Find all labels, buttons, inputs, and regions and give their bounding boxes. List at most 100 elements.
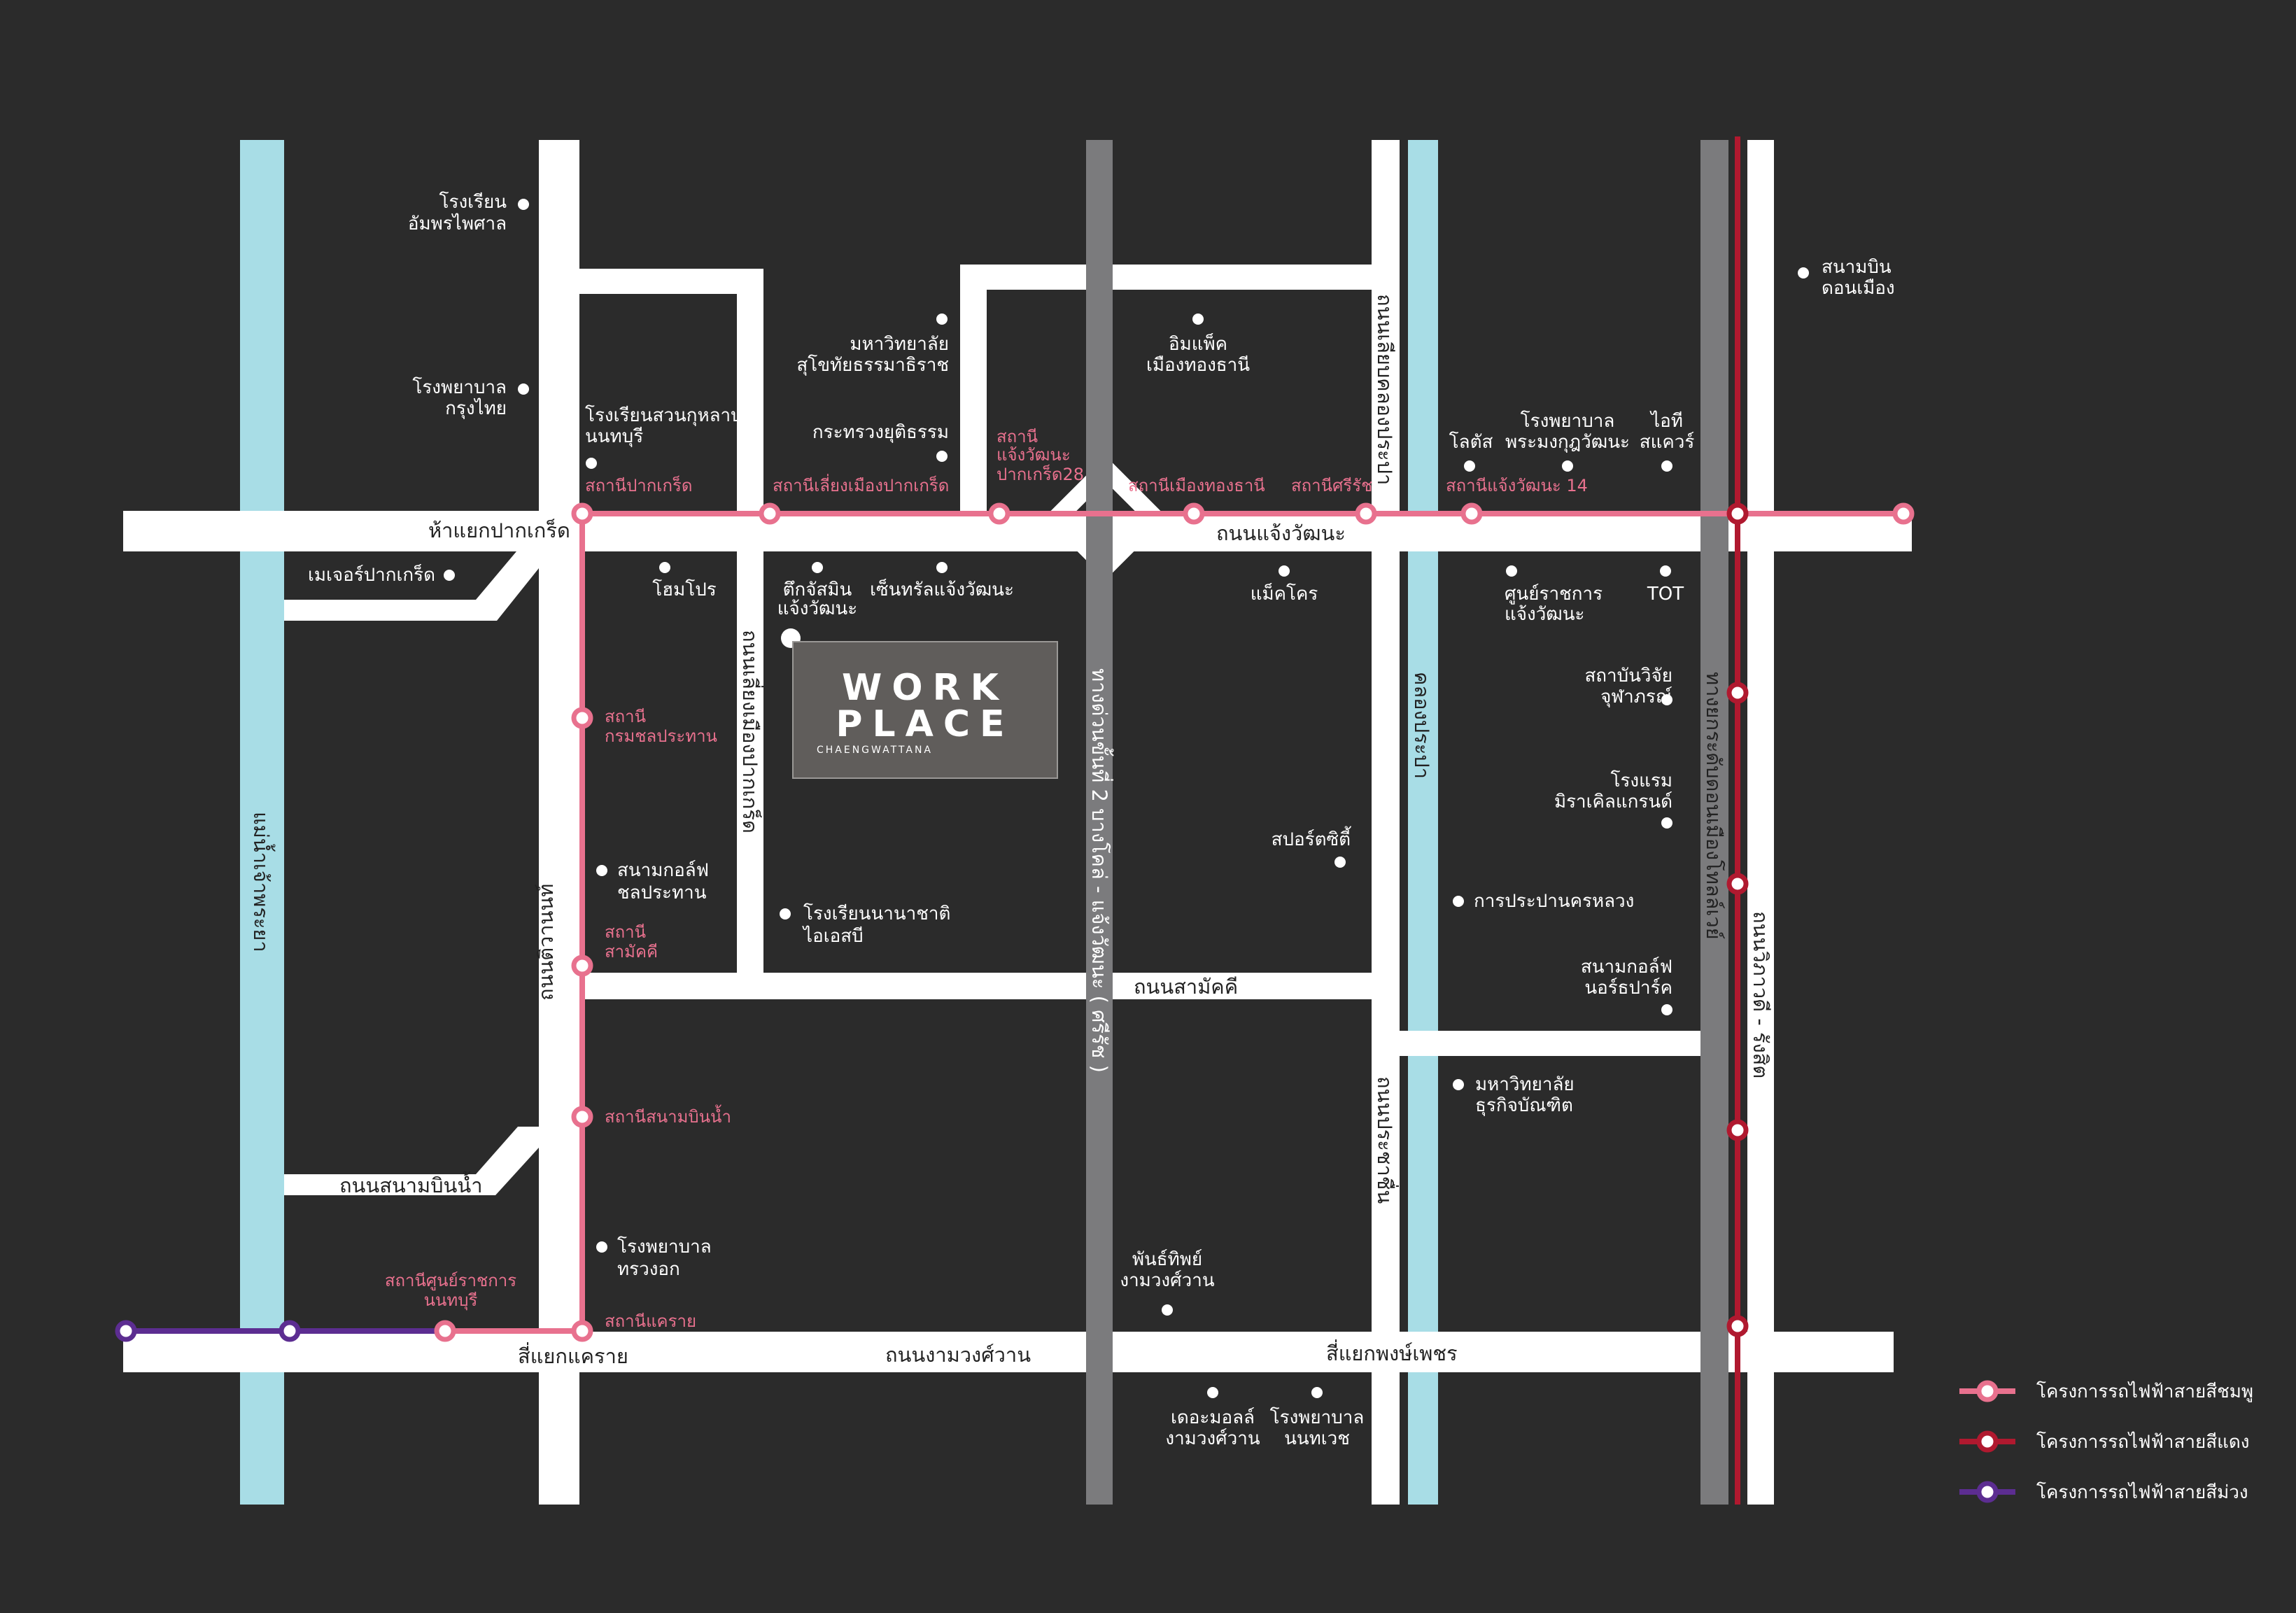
station-marker-red-5[interactable]	[1726, 1315, 1749, 1337]
khlong-prapa-canal	[1408, 140, 1438, 1505]
place-label: โรงเรียนสวนกุหลาบ	[585, 404, 742, 426]
place-dot	[1334, 857, 1346, 868]
station-marker-khae-rai[interactable]	[571, 1320, 593, 1342]
station-marker-pakkret[interactable]	[571, 502, 593, 525]
station-label-chaengwattana-pakkret28-1: สถานี	[996, 427, 1038, 446]
place-dot	[780, 908, 791, 920]
station-marker-chaengwattana-pakkret28[interactable]	[988, 502, 1010, 525]
place-dot	[518, 199, 529, 210]
road-impact-loop-top	[960, 265, 1373, 290]
station-marker-red-1[interactable]	[1726, 502, 1749, 525]
legend-item-red[interactable]: โครงการรถไฟฟ้าสายสีแดง	[1959, 1430, 2249, 1453]
place-label: สนามกอล์ฟ	[617, 860, 709, 881]
station-marker-si-rat[interactable]	[1355, 502, 1377, 525]
place-label: ดอนเมือง	[1822, 278, 1895, 299]
station-label-chaengwattana-pakkret28-2: แจ้งวัฒนะ	[996, 445, 1071, 465]
place-label: สนามกอล์ฟ	[1581, 957, 1672, 978]
chao-phraya-river	[240, 140, 284, 1505]
place-label: โลตัส	[1449, 431, 1493, 453]
place-label: เดอะมอลล์	[1171, 1407, 1255, 1428]
road-label-expressway2: ทางด่วนขั้นที่ 2 บางโคล่ - แจ้งวัฒนะ ( ศ…	[1087, 668, 1114, 1073]
pink-line	[448, 511, 1903, 1334]
place-label: สปอร์ตซิตี้	[1272, 826, 1352, 850]
road-label-samakkhi: ถนนสามัคคี	[1134, 975, 1238, 999]
station-label-nonthaburi-gov-2: นนทบุรี	[424, 1290, 478, 1311]
road-label-vibhavadi: ถนนวิภาวดี - รังสิต	[1749, 911, 1773, 1078]
station-marker-chonprathan[interactable]	[571, 707, 593, 729]
red-stations	[1726, 502, 1749, 1337]
station-marker-pink-end[interactable]	[1892, 502, 1915, 525]
station-marker-red-4[interactable]	[1726, 1119, 1749, 1141]
road-samakkhi	[579, 973, 1373, 999]
place-dot	[518, 383, 529, 395]
place-dot	[1453, 1079, 1464, 1090]
station-marker-purple-2[interactable]	[279, 1320, 301, 1342]
expressway-sirat	[1086, 140, 1113, 1505]
place-dot	[936, 562, 948, 573]
road-major-branch-diagonal	[476, 551, 539, 621]
place-label: ศูนย์ราชการ	[1505, 584, 1603, 605]
station-marker-samakkhi[interactable]	[571, 955, 593, 977]
place-label: พระมงกุฎวัฒนะ	[1505, 432, 1630, 453]
place-label: นนทบุรี	[585, 426, 643, 447]
road-network	[123, 140, 1912, 1505]
road-tiwanon	[539, 140, 579, 1505]
road-label-liang-mueang: ถนนเลี่ยงเมืองปากเกร็ด	[738, 630, 764, 833]
station-marker-purple-1[interactable]	[115, 1320, 137, 1342]
station-marker-nonthaburi-gov[interactable]	[434, 1320, 456, 1342]
place-label: TOT	[1647, 584, 1684, 605]
place-label: แจ้งวัฒนะ	[1505, 604, 1585, 625]
river-label-chao-phraya: แม่น้ำเจ้าพระยา	[249, 812, 276, 952]
station-marker-sanambinnam[interactable]	[571, 1106, 593, 1128]
place-label: โรงเรียน	[439, 191, 507, 213]
station-label-si-rat: สถานีศรีรัช	[1291, 476, 1372, 495]
place-label: สนามบิน	[1822, 257, 1892, 278]
place-dot	[659, 562, 670, 573]
place-label: แจ้งวัฒนะ	[777, 598, 858, 619]
station-marker-red-2[interactable]	[1726, 682, 1749, 704]
legend-item-pink[interactable]: โครงการรถไฟฟ้าสายสีชมพู	[1959, 1380, 2253, 1402]
place-label: โรงพยาบาล	[1521, 410, 1615, 432]
legend-marker-pink	[1976, 1380, 1999, 1402]
place-dot	[1661, 1004, 1672, 1015]
place-label: อัมพรไพศาล	[408, 213, 507, 234]
place-dot	[1506, 565, 1517, 577]
legend-marker-purple	[1976, 1481, 1999, 1503]
station-marker-mueang-thong-thani[interactable]	[1183, 502, 1205, 525]
place-label: มิราเคิลแกรนด์	[1554, 791, 1672, 812]
station-marker-red-3[interactable]	[1726, 873, 1749, 895]
place-dot	[1311, 1387, 1323, 1398]
legend-label-pink: โครงการรถไฟฟ้าสายสีชมพู	[2036, 1381, 2253, 1402]
place-label: มหาวิทยาลัย	[850, 334, 949, 355]
pink-stations	[434, 502, 1915, 1342]
place-dot	[596, 1241, 607, 1253]
place-dot	[1279, 565, 1290, 577]
station-label-chonprathan-1: สถานี	[605, 707, 646, 726]
place-label: ทรวงอก	[617, 1259, 680, 1280]
road-label-prachachuen: ถนนประชาชื่น	[1373, 1076, 1399, 1204]
road-chaengwattana	[123, 511, 1912, 551]
legend-marker-red	[1976, 1430, 1999, 1453]
legend-label-purple: โครงการรถไฟฟ้าสายสีม่วง	[2036, 1481, 2248, 1503]
place-label: กระทรวงยุติธรรม	[812, 422, 949, 443]
place-dot	[812, 562, 823, 573]
station-marker-liang-mueang[interactable]	[759, 502, 781, 525]
road-sanambinnam-diagonal	[476, 1127, 539, 1195]
place-dot	[1162, 1304, 1173, 1316]
legend-label-red: โครงการรถไฟฟ้าสายสีแดง	[2036, 1431, 2249, 1453]
road-label-tiwanon: ถนนติวานนท์	[534, 884, 558, 1001]
place-label: สแควร์	[1640, 432, 1695, 453]
station-label-samakkhi-1: สถานี	[605, 922, 646, 942]
place-label: สถาบันวิจัย	[1584, 665, 1672, 686]
workplace-logo[interactable]: WORK PLACE CHAENGWATTANA	[792, 641, 1058, 779]
road-label-pakkret-junction: ห้าแยกปากเกร็ด	[428, 518, 570, 542]
place-dot	[936, 451, 948, 462]
logo-line1: WORK	[842, 667, 1008, 709]
legend-item-purple[interactable]: โครงการรถไฟฟ้าสายสีม่วง	[1959, 1481, 2248, 1503]
station-marker-chaengwattana14[interactable]	[1460, 502, 1483, 525]
station-label-chaengwattana-pakkret28-3: ปากเกร็ด28	[996, 464, 1084, 484]
place-dot	[1562, 460, 1573, 472]
place-label: โรงเรียนนานาชาติ	[803, 903, 950, 924]
place-label: ชลประทาน	[617, 882, 707, 903]
